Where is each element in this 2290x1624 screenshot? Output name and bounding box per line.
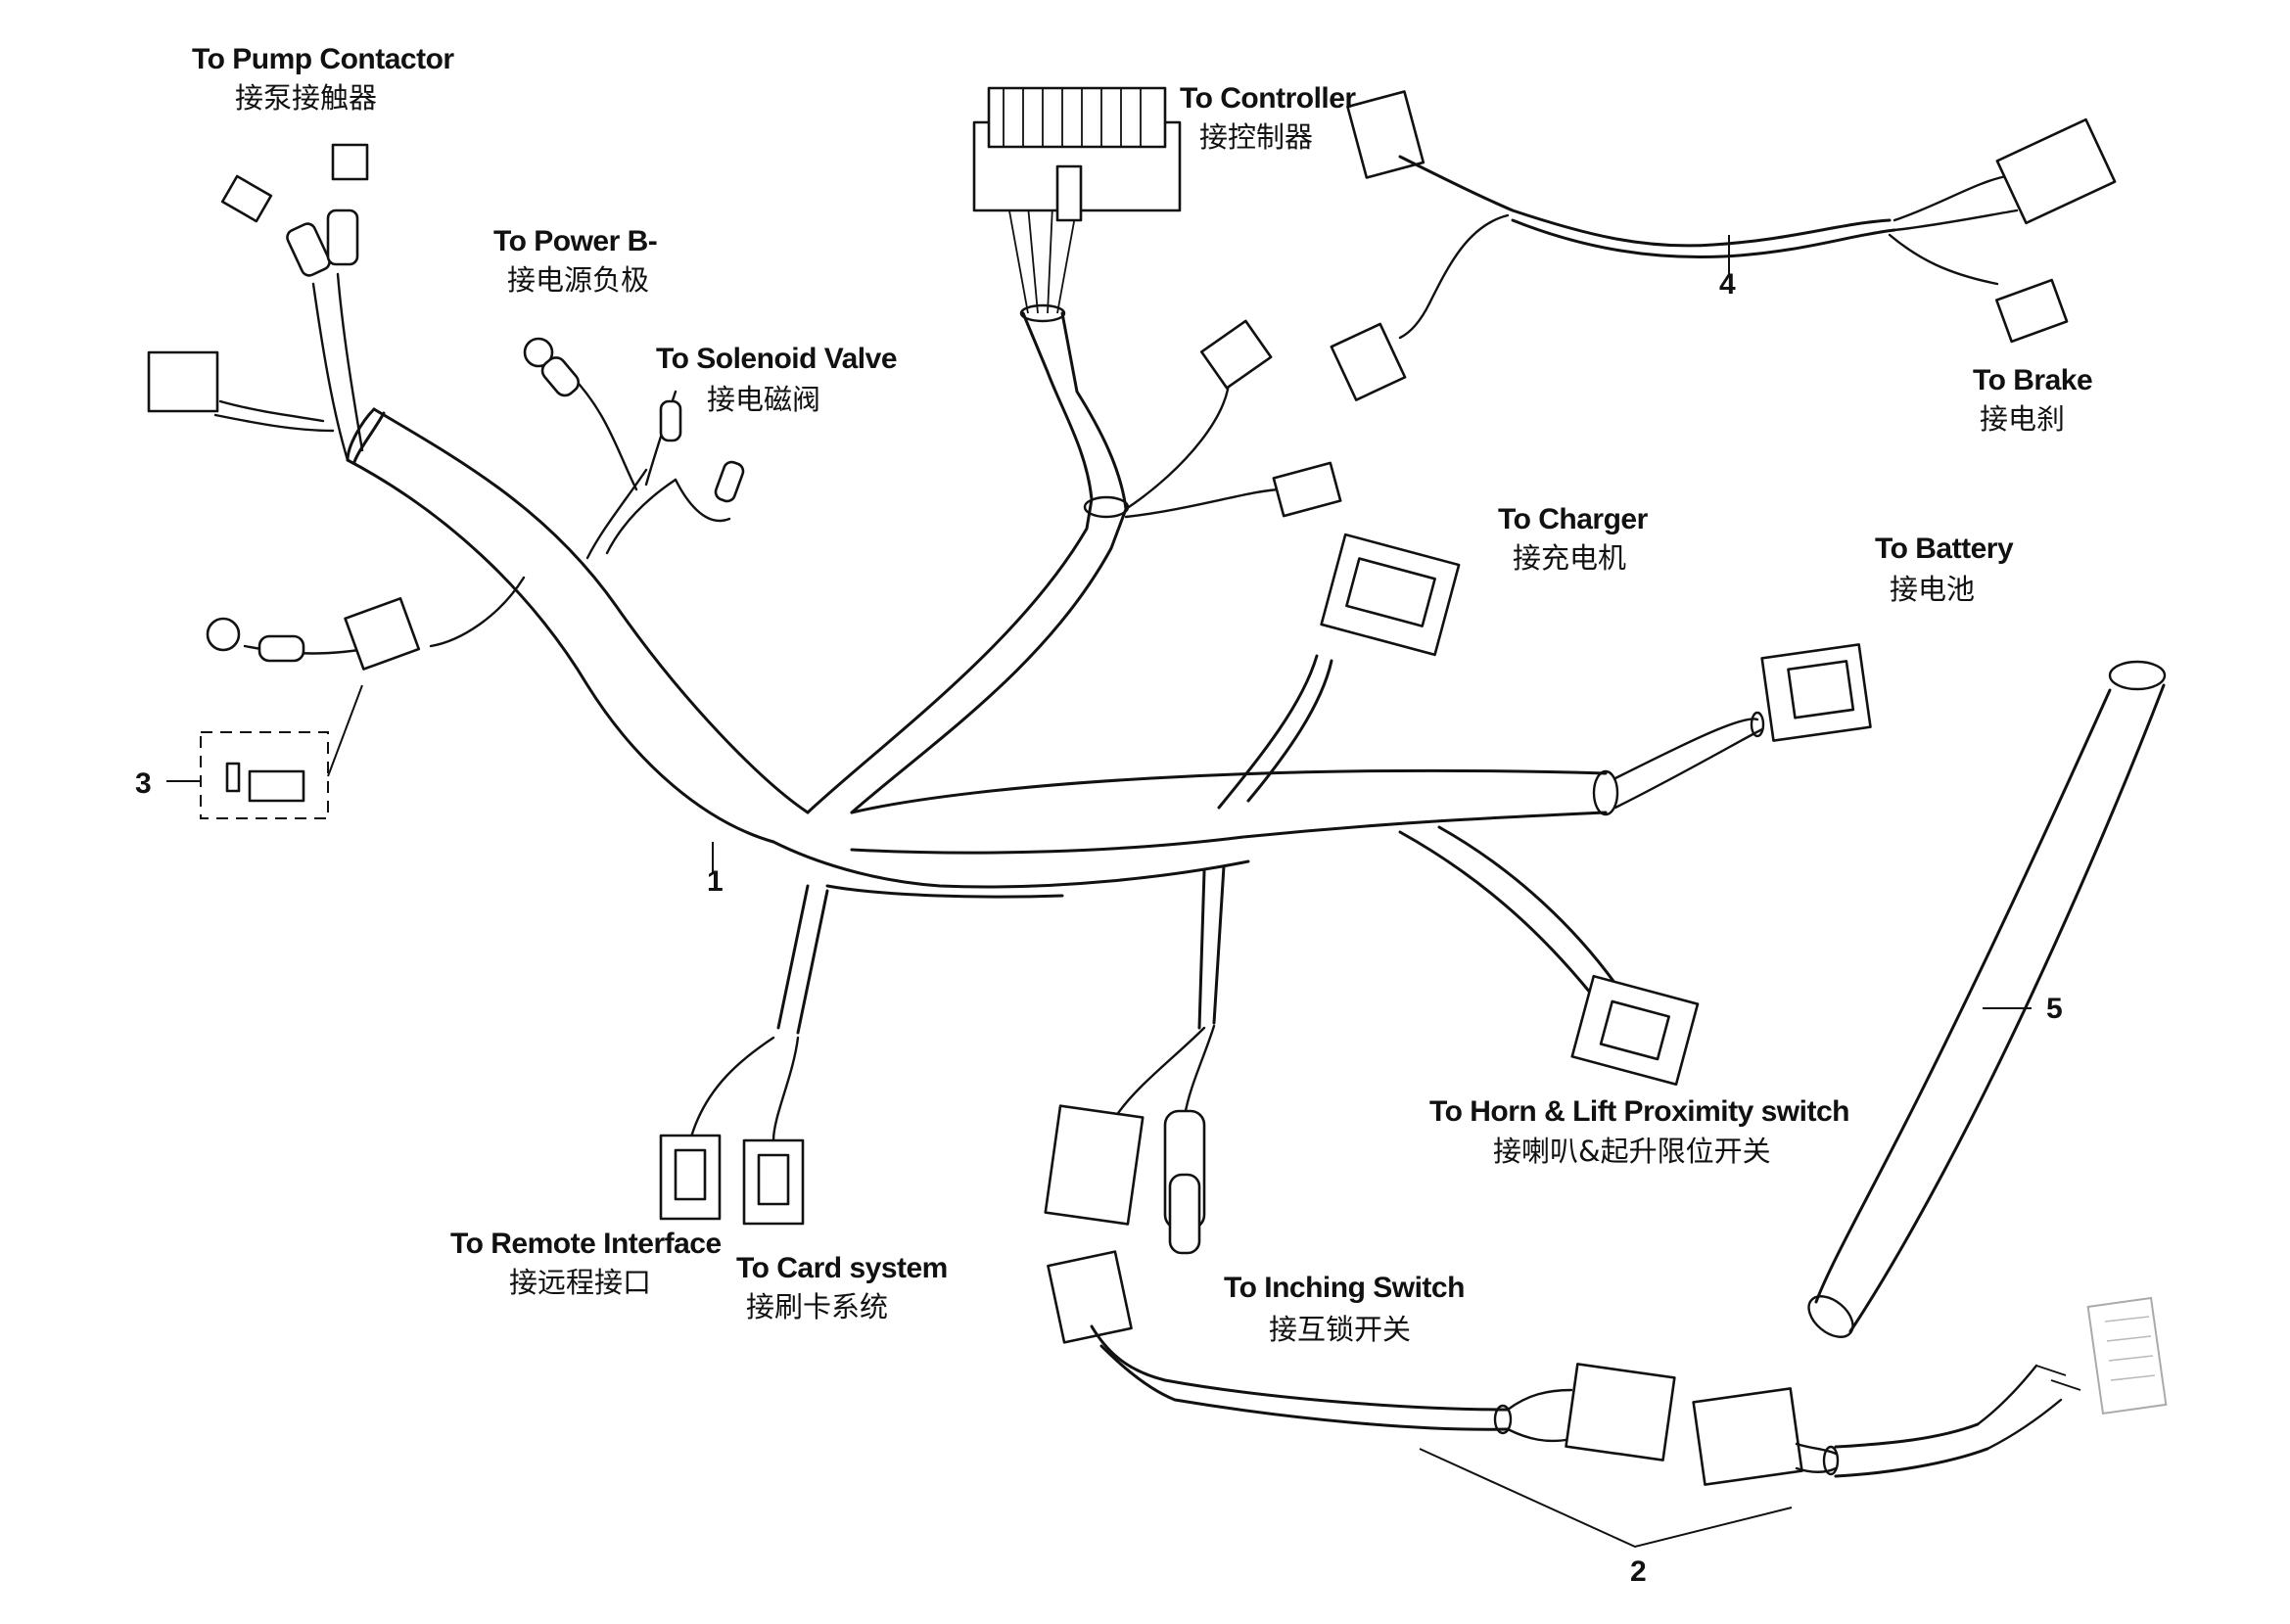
label-pump-contactor: To Pump Contactor 接泵接触器 <box>192 43 455 115</box>
remote-card-connectors <box>659 1134 805 1226</box>
charger-connector <box>1320 533 1461 657</box>
label-inching-switch-cn: 接互锁开关 <box>1269 1313 1411 1346</box>
fuse-part <box>200 684 363 819</box>
label-controller-cn: 接控制器 <box>1199 120 1313 154</box>
fuse-holder <box>206 597 421 671</box>
label-charger-en: To Charger <box>1498 503 1649 535</box>
inching-switch-connectors <box>1044 1104 1206 1255</box>
label-inching-switch-en: To Inching Switch <box>1224 1272 1465 1304</box>
label-remote-interface: To Remote Interface 接远程接口 <box>450 1228 722 1299</box>
main-harness <box>213 205 1765 1142</box>
label-brake-en: To Brake <box>1973 364 2092 396</box>
label-card-system-en: To Card system <box>736 1252 948 1284</box>
aux-connector-2 <box>1272 461 1342 518</box>
label-battery-en: To Battery <box>1875 533 2014 565</box>
label-pump-contactor-cn: 接泵接触器 <box>235 81 377 115</box>
label-controller-en: To Controller <box>1180 82 1356 115</box>
solenoid-terminals <box>659 399 745 503</box>
label-battery: To Battery 接电池 <box>1875 533 2014 606</box>
callout-2: 2 <box>1630 1555 1647 1588</box>
callout-4: 4 <box>1719 268 1736 301</box>
label-charger: To Charger 接充电机 <box>1498 503 1649 575</box>
label-power-b-en: To Power B- <box>493 225 657 257</box>
callout-1: 1 <box>707 865 724 898</box>
label-brake: To Brake 接电刹 <box>1973 364 2093 436</box>
label-card-system-cn: 接刷卡系统 <box>746 1290 888 1323</box>
label-solenoid-valve: To Solenoid Valve 接电磁阀 <box>656 343 898 416</box>
controller-24pin-connector <box>972 86 1182 222</box>
label-horn-lift-cn: 接喇叭&起升限位开关 <box>1493 1135 1771 1168</box>
power-b-ring-terminal <box>523 337 581 397</box>
label-inching-switch: To Inching Switch 接互锁开关 <box>1224 1272 1465 1346</box>
label-solenoid-valve-en: To Solenoid Valve <box>656 343 897 375</box>
label-power-b-cn: 接电源负极 <box>507 263 649 297</box>
label-controller: To Controller 接控制器 <box>1180 82 1357 154</box>
label-pump-contactor-en: To Pump Contactor <box>192 43 454 75</box>
label-card-system: To Card system 接刷卡系统 <box>736 1252 948 1323</box>
label-power-b: To Power B- 接电源负极 <box>493 225 658 297</box>
label-horn-lift-en: To Horn & Lift Proximity switch <box>1429 1095 1849 1128</box>
protective-sleeve <box>1807 660 2167 1338</box>
label-horn-lift: To Horn & Lift Proximity switch 接喇叭&起升限位… <box>1429 1095 1849 1168</box>
horn-lift-connector <box>1570 974 1700 1087</box>
leaders <box>166 235 2032 1549</box>
aux-connector-1 <box>1199 319 1273 390</box>
brake-harness <box>1330 90 2117 401</box>
callout-5: 5 <box>2046 993 2063 1025</box>
label-remote-interface-en: To Remote Interface <box>450 1228 722 1260</box>
callout-3: 3 <box>135 767 152 800</box>
label-solenoid-valve-cn: 接电磁阀 <box>707 383 820 416</box>
extension-harness <box>1047 1250 2168 1486</box>
label-battery-cn: 接电池 <box>1890 573 1975 606</box>
label-charger-cn: 接充电机 <box>1513 541 1626 575</box>
label-remote-interface-cn: 接远程接口 <box>509 1266 651 1299</box>
pump-contactor-terminals <box>147 143 369 413</box>
label-brake-cn: 接电刹 <box>1980 402 2065 436</box>
battery-connector <box>1760 643 1872 742</box>
